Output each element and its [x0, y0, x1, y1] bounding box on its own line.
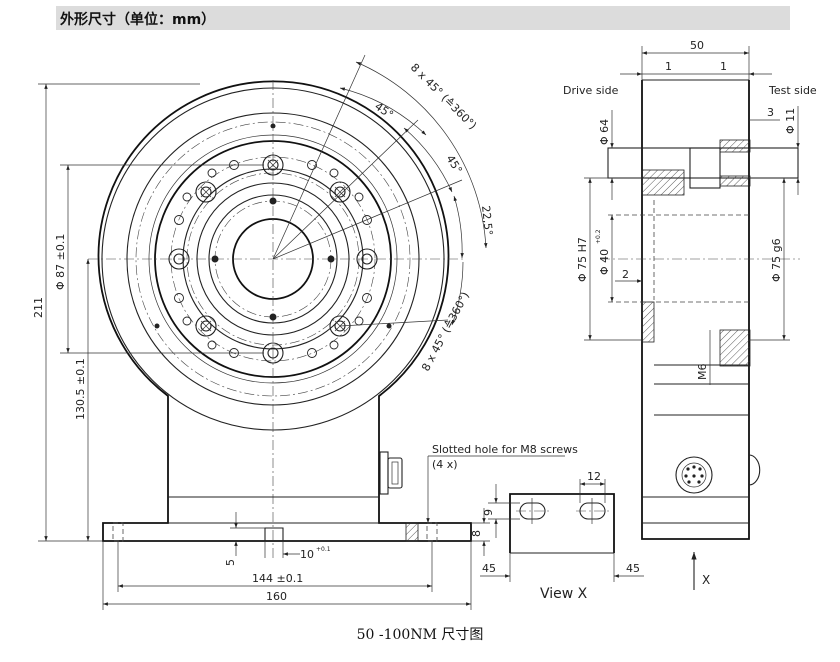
flange-section-lower	[641, 301, 655, 343]
shaft-small-label: Φ 11	[784, 108, 797, 134]
header-bar: 外形尺寸（单位：mm）	[56, 6, 790, 30]
offset-right-label: 1	[720, 60, 727, 73]
view-x-slot	[516, 498, 549, 524]
angle-label-22: 22,5°	[479, 205, 495, 236]
thread-section	[719, 329, 751, 367]
connector-pin	[391, 461, 399, 485]
angle-ray	[339, 319, 449, 327]
mount-slot-left	[112, 522, 124, 542]
bolt-hole	[168, 248, 190, 270]
figure-caption: 50 -100NM 尺寸图	[356, 627, 484, 643]
view-x: 12 9 45 45 View X	[480, 470, 644, 602]
offset-left-label: 1	[665, 60, 672, 73]
overall-height-label: 211	[32, 297, 45, 318]
inner-bore-tol: +0.2	[595, 229, 602, 244]
shaft-bore-label: Φ 64	[598, 119, 611, 145]
bolt-hole	[195, 315, 217, 337]
mount-spacing-label: 144 ±0.1	[252, 572, 303, 585]
thread-label: M6	[696, 364, 709, 381]
slotted-hole-note: Slotted hole for M8 screws	[432, 443, 578, 456]
slot-section	[405, 522, 419, 542]
bolt-hole	[195, 181, 217, 203]
hub-section-top	[719, 139, 751, 153]
side-width-label: 50	[690, 39, 704, 52]
outer-dots	[154, 123, 392, 329]
test-side-label: Test side	[768, 84, 817, 97]
middle-bolt-circle	[170, 156, 376, 362]
inner-bore-label: Φ 40	[598, 249, 611, 275]
slot-depth-label: 5	[224, 559, 237, 566]
small-holes	[174, 160, 372, 358]
shaft-core	[689, 147, 721, 189]
side-view: 50 1 1 Drive side Test side 3 Φ 11 Φ 64 …	[563, 39, 817, 590]
view-x-outline	[509, 493, 615, 553]
connector-inner	[681, 462, 707, 488]
connector-body	[379, 451, 389, 495]
angle-arc-lower	[451, 261, 464, 326]
center-slot	[264, 527, 284, 541]
view-x-slot	[576, 498, 609, 524]
bolt-circle-label: Φ 87 ±0.1	[54, 234, 67, 290]
connector-bump	[748, 454, 761, 486]
drive-side-label: Drive side	[563, 84, 619, 97]
angle-label-outer: 8 x 45° (≙360°)	[408, 61, 479, 132]
angle-ray	[272, 54, 366, 260]
outer-bolt-circle	[135, 121, 411, 397]
base-plate	[102, 497, 472, 542]
right-edge-label: 45	[626, 562, 640, 575]
slot-width-tol: +0.1	[316, 546, 331, 553]
step-label: 2	[622, 268, 629, 281]
page-title: 外形尺寸（单位：mm）	[60, 12, 216, 28]
angle-arc-22	[453, 195, 464, 259]
angle-arc-45b	[403, 127, 453, 193]
view-arrow-label: X	[702, 573, 710, 587]
mount-slot-right	[426, 522, 438, 542]
base-width-label: 160	[266, 590, 287, 603]
connector-pins	[684, 465, 704, 484]
left-edge-label: 45	[482, 562, 496, 575]
view-x-title: View X	[540, 586, 588, 602]
hub-section-bottom	[719, 175, 751, 187]
angle-label-45b: 45°	[443, 153, 464, 176]
base-thickness-label: 8	[470, 530, 483, 537]
slot-width-label: 10	[300, 548, 314, 561]
shaft-bar	[607, 147, 799, 179]
connector-plug	[387, 457, 403, 489]
connector-face	[675, 456, 713, 494]
flange-section-left	[641, 169, 685, 196]
angle-label-lower: 8 x 45° (≙360°)	[419, 290, 472, 374]
depth-label: 3	[767, 106, 774, 119]
slot-height-label: 9	[482, 509, 495, 516]
slot-length-label: 12	[587, 470, 601, 483]
axis-height-label: 130.5 ±0.1	[74, 358, 87, 420]
fit-right-label: Φ 75 g6	[770, 238, 783, 282]
bolt-hole	[356, 248, 378, 270]
fit-left-label: Φ 75 H7	[576, 237, 589, 282]
bolt-hole	[329, 181, 351, 203]
slotted-hole-count: (4 x)	[432, 458, 458, 471]
angle-ray	[272, 119, 419, 260]
angle-label-45: 45°	[372, 100, 395, 122]
housing-outline	[97, 80, 450, 497]
angle-ray	[272, 179, 463, 260]
